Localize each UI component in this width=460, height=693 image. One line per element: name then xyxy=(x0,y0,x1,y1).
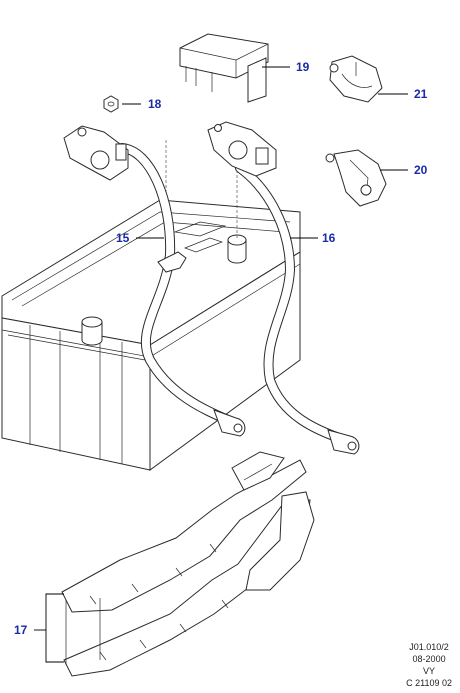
terminal-nut xyxy=(103,95,119,113)
cable-clamp-bracket xyxy=(325,149,387,207)
drawing-date: 08-2000 xyxy=(412,654,446,664)
battery-terminal-cover xyxy=(61,451,315,677)
drawing-reference: J01.010/2 08-2000 VY C 21109 02 xyxy=(406,641,452,689)
callout-16: 16 xyxy=(322,231,336,245)
battery xyxy=(1,199,301,471)
callout-17: 17 xyxy=(14,623,28,637)
drawing-number: J01.010/2 xyxy=(409,642,449,652)
negative-battery-cable xyxy=(63,125,246,437)
callout-15: 15 xyxy=(116,231,130,245)
callout-21: 21 xyxy=(414,87,428,101)
leader-lines xyxy=(34,66,408,663)
positive-battery-cable xyxy=(207,121,360,455)
callout-20: 20 xyxy=(414,163,428,177)
drawing-id: C 21109 02 xyxy=(406,678,452,688)
callout-18: 18 xyxy=(148,97,162,111)
battery-hold-down-clip xyxy=(329,55,383,103)
callout-19: 19 xyxy=(296,60,310,74)
drawing-code: VY xyxy=(423,666,436,676)
fuse-box-cover xyxy=(179,33,269,103)
